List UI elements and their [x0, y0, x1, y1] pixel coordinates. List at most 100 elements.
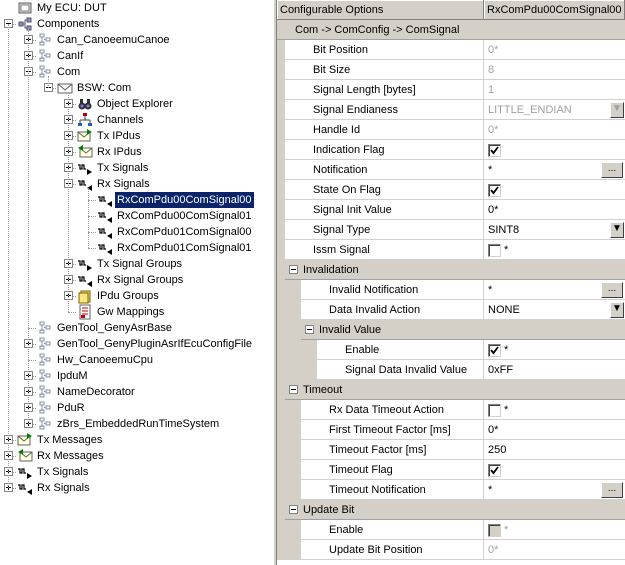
grid-indent	[277, 260, 285, 280]
grid-indent	[277, 520, 301, 540]
tree-item-t28[interactable]: Rx Messages	[0, 448, 106, 464]
checkbox[interactable]	[488, 184, 501, 197]
grid-property-value[interactable]: *...	[484, 480, 625, 500]
tree-item-t19[interactable]: Gw Mappings	[0, 304, 166, 320]
checkbox[interactable]	[488, 404, 501, 417]
ecu-icon	[17, 0, 33, 16]
grid-property-name: Handle Id	[285, 120, 484, 140]
grid-property-row: Timeout Flag	[277, 460, 625, 480]
rx-signal-icon	[97, 224, 113, 240]
grid-property-checkbox-cell[interactable]	[484, 140, 625, 160]
tree-item-t30[interactable]: Rx Signals	[0, 480, 92, 496]
tree-item-t14[interactable]: RxComPdu01ComSignal00	[0, 224, 254, 240]
tree-item-t6[interactable]: Object Explorer	[0, 96, 175, 112]
grid-section-row[interactable]: Com -> ComConfig -> ComSignal	[277, 20, 625, 40]
tree-line	[88, 188, 89, 248]
tree-item-t20[interactable]: GenTool_GenyAsrBase	[0, 320, 174, 336]
value-text: LITTLE_ENDIAN	[488, 104, 572, 116]
grid-property-value[interactable]: *...	[484, 160, 625, 180]
tree-item-t13[interactable]: RxComPdu00ComSignal01	[0, 208, 254, 224]
grid-indent	[277, 480, 301, 500]
grid-property-value[interactable]: 0xFF	[484, 360, 625, 380]
grid-property-value[interactable]: 0*	[484, 420, 625, 440]
header-configurable-options[interactable]: Configurable Options	[277, 0, 484, 20]
module-icon	[37, 48, 53, 64]
grid-section-row[interactable]: Update Bit	[277, 500, 625, 520]
tree-item-t23[interactable]: IpduM	[0, 368, 90, 384]
grid-section-label: Timeout	[303, 384, 343, 396]
grid-property-checkbox-cell[interactable]	[484, 180, 625, 200]
grid-section-row[interactable]: Timeout	[277, 380, 625, 400]
tree-item-t15[interactable]: RxComPdu01ComSignal01	[0, 240, 254, 256]
tx-pdu-icon	[77, 128, 93, 144]
tree-item-t5[interactable]: BSW: Com	[0, 80, 133, 96]
collapse-icon[interactable]	[289, 505, 298, 514]
grid-property-checkbox-cell[interactable]: *	[484, 340, 625, 360]
tree-item-t27[interactable]: Tx Messages	[0, 432, 104, 448]
value-text: 0*	[488, 124, 499, 136]
tree-item-t4[interactable]: Com	[0, 64, 82, 80]
collapse-icon[interactable]	[305, 325, 314, 334]
dropdown-arrow-icon[interactable]: ▼	[610, 302, 624, 318]
tree-item-t26[interactable]: zBrs_EmbeddedRunTimeSystem	[0, 416, 221, 432]
grid-property-value[interactable]: 0*	[484, 200, 625, 220]
tree-item-t12[interactable]: RxComPdu00ComSignal00	[0, 192, 254, 208]
checkbox[interactable]	[488, 464, 501, 477]
dropdown-arrow-icon[interactable]: ▼	[610, 222, 624, 238]
tree-item-t2[interactable]: Can_CanoeemuCanoe	[0, 32, 172, 48]
header-signal-name[interactable]: RxComPdu00ComSignal00	[484, 0, 625, 20]
grid-section-row[interactable]: Invalid Value	[277, 320, 625, 340]
tree-item-label: Object Explorer	[97, 98, 173, 110]
grid-property-value[interactable]: NONE▼	[484, 300, 625, 320]
tree-item-t25[interactable]: PduR	[0, 400, 87, 416]
grid-property-checkbox-cell[interactable]: *	[484, 400, 625, 420]
checkbox[interactable]	[488, 144, 501, 157]
tree-item-t0[interactable]: My ECU: DUT	[0, 0, 109, 16]
collapse-icon[interactable]	[289, 385, 298, 394]
tree-item-t9[interactable]: Rx IPdus	[0, 144, 144, 160]
pane-splitter[interactable]	[273, 0, 277, 565]
grid-property-name: Indication Flag	[285, 140, 484, 160]
checkbox[interactable]	[488, 244, 501, 257]
grid-property-value[interactable]: *...	[484, 280, 625, 300]
tree-item-t8[interactable]: Tx IPdus	[0, 128, 142, 144]
tree-item-t3[interactable]: CanIf	[0, 48, 85, 64]
grid-property-name: Timeout Factor [ms]	[301, 440, 484, 460]
checkbox[interactable]	[488, 344, 501, 357]
value-text: *	[488, 284, 493, 296]
tree-item-label: Tx Messages	[37, 434, 103, 446]
grid-property-name: Enable	[317, 340, 484, 360]
tree-item-t1[interactable]: Components	[0, 16, 101, 32]
grid-property-value[interactable]: 250	[484, 440, 625, 460]
grid-property-name: Timeout Notification	[301, 480, 484, 500]
tree-item-t24[interactable]: NameDecorator	[0, 384, 137, 400]
grid-section-row[interactable]: Invalidation	[277, 260, 625, 280]
tree-line	[68, 92, 69, 312]
tree-item-t21[interactable]: GenTool_GenyPluginAsrIfEcuConfigFile	[0, 336, 254, 352]
collapse-icon[interactable]	[289, 265, 298, 274]
value-text: 0*	[488, 424, 499, 436]
ellipsis-button[interactable]: ...	[601, 482, 623, 498]
grid-property-name: First Timeout Factor [ms]	[301, 420, 484, 440]
grid-property-checkbox-cell[interactable]: *	[484, 520, 625, 540]
tree-item-t22[interactable]: Hw_CanoeemuCpu	[0, 352, 155, 368]
grid-property-value[interactable]: SINT8▼	[484, 220, 625, 240]
tree-item-t29[interactable]: Tx Signals	[0, 464, 90, 480]
ellipsis-button[interactable]: ...	[601, 162, 623, 178]
grid-property-checkbox-cell[interactable]	[484, 460, 625, 480]
tree-item-t11[interactable]: Rx Signals	[0, 176, 152, 192]
grid-property-checkbox-cell[interactable]: *	[484, 240, 625, 260]
tree-item-label: Tx Signal Groups	[97, 258, 182, 270]
tree-item-t7[interactable]: Channels	[0, 112, 145, 128]
tree-item-t10[interactable]: Tx Signals	[0, 160, 150, 176]
grid-indent	[277, 100, 285, 120]
grid-property-name: Signal Init Value	[285, 200, 484, 220]
tree-line	[88, 216, 96, 217]
tree-line	[8, 24, 9, 488]
grid-indent	[277, 400, 301, 420]
ellipsis-button[interactable]: ...	[601, 282, 623, 298]
tree-item-t18[interactable]: IPdu Groups	[0, 288, 161, 304]
grid-property-name: Bit Position	[285, 40, 484, 60]
